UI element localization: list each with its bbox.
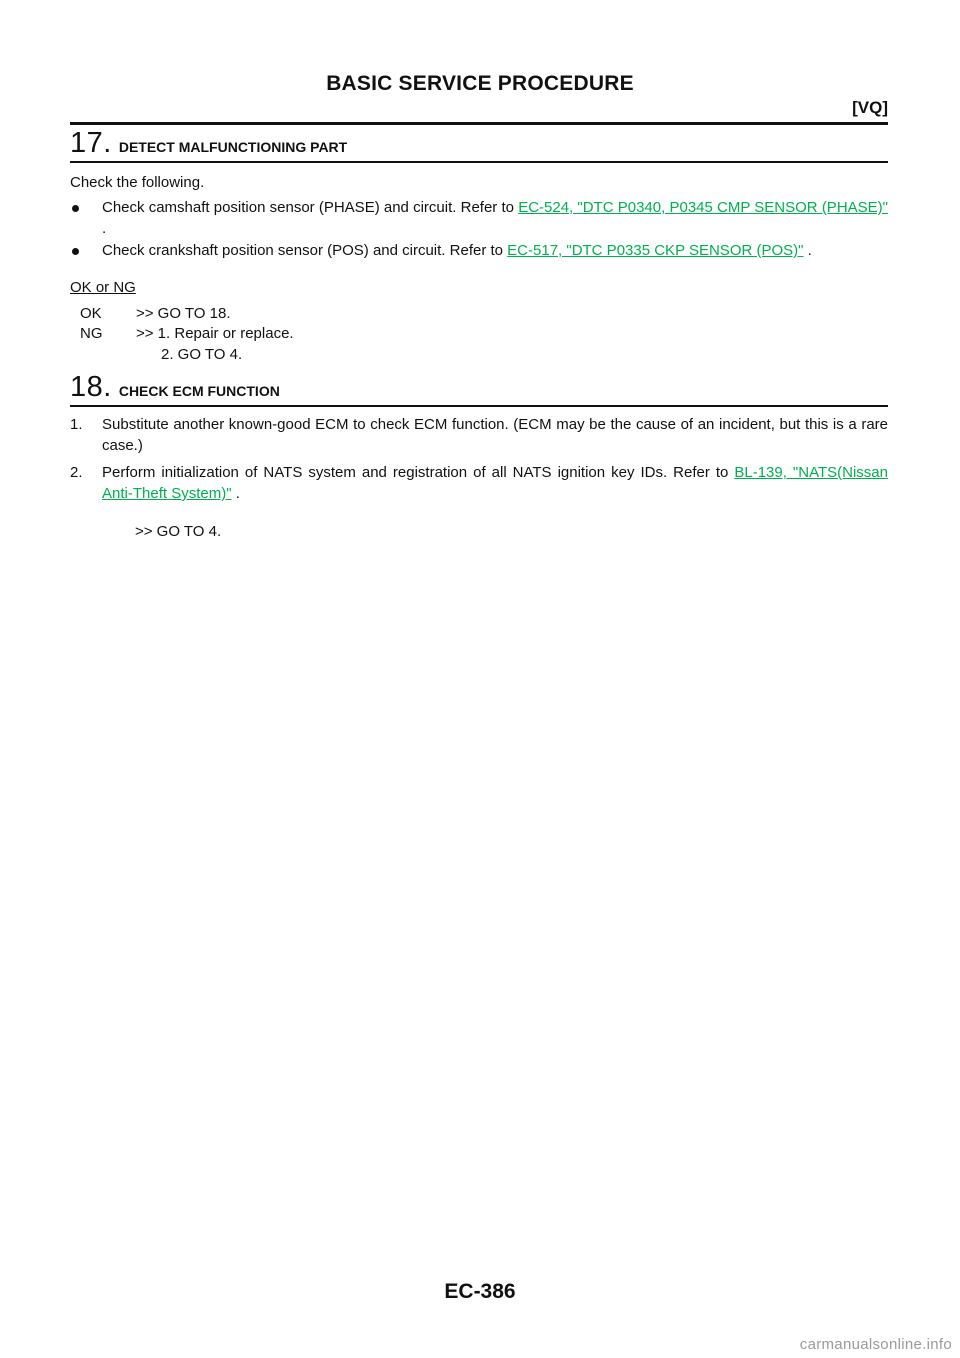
result-ng-row: NG >> 1. Repair or replace. (80, 323, 294, 344)
bullet-suffix: . (803, 242, 812, 259)
step-17-intro: Check the following. (70, 174, 205, 191)
step-17-rule (70, 161, 888, 163)
ref-link-bl-139[interactable]: BL-139, "NATS(Nissan Anti-Theft System)" (102, 464, 888, 502)
result-ok-text: >> GO TO 18. (136, 305, 231, 322)
result-ng-followup: 2. GO TO 4. (161, 346, 243, 363)
ordered-item-2: 2. Perform initialization of NATS system… (70, 462, 888, 504)
page-number: EC-386 (444, 1280, 516, 1303)
item-text: Substitute another known-good ECM to che… (102, 416, 888, 454)
bullet-text: Check crankshaft position sensor (POS) a… (102, 242, 508, 259)
result-ok-row: OK >> GO TO 18. (80, 303, 231, 324)
step-18-result: >> GO TO 4. (135, 523, 222, 540)
step-18-number: 18. (70, 371, 112, 403)
step-17-title: DETECT MALFUNCTIONING PART (118, 139, 348, 155)
item-number: 1. (70, 416, 83, 433)
item-number: 2. (70, 464, 83, 481)
bullet-icon (72, 205, 79, 212)
header-rule (70, 122, 888, 125)
result-ng-text: >> 1. Repair or replace. (136, 325, 294, 342)
watermark: carmanualsonline.info (799, 1336, 952, 1353)
step-17-heading: 17. DETECT MALFUNCTIONING PART (70, 127, 888, 160)
ref-link-ec-524[interactable]: EC-524, "DTC P0340, P0345 CMP SENSOR (PH… (518, 199, 888, 216)
bullet-item-camshaft: Check camshaft position sensor (PHASE) a… (70, 197, 888, 239)
page-title: BASIC SERVICE PROCEDURE (326, 72, 634, 95)
step-18-heading: 18. CHECK ECM FUNCTION (70, 371, 888, 404)
bullet-suffix: . (102, 220, 107, 237)
bullet-item-crankshaft: Check crankshaft position sensor (POS) a… (70, 240, 888, 261)
ordered-item-1: 1. Substitute another known-good ECM to … (70, 414, 888, 456)
step-17-number: 17. (70, 127, 112, 159)
item-text: Perform initialization of NATS system an… (102, 464, 735, 481)
ref-link-ec-517[interactable]: EC-517, "DTC P0335 CKP SENSOR (POS)" (507, 242, 804, 259)
bullet-icon (72, 248, 79, 255)
bullet-text: Check camshaft position sensor (PHASE) a… (102, 199, 519, 216)
decision-label: OK or NG (70, 279, 136, 296)
step-18-rule (70, 405, 888, 407)
result-ok-key: OK (80, 305, 102, 322)
item-suffix: . (231, 485, 240, 502)
engine-tag: [VQ] (852, 98, 888, 117)
result-ng-key: NG (80, 325, 103, 342)
step-18-title: CHECK ECM FUNCTION (118, 383, 280, 399)
